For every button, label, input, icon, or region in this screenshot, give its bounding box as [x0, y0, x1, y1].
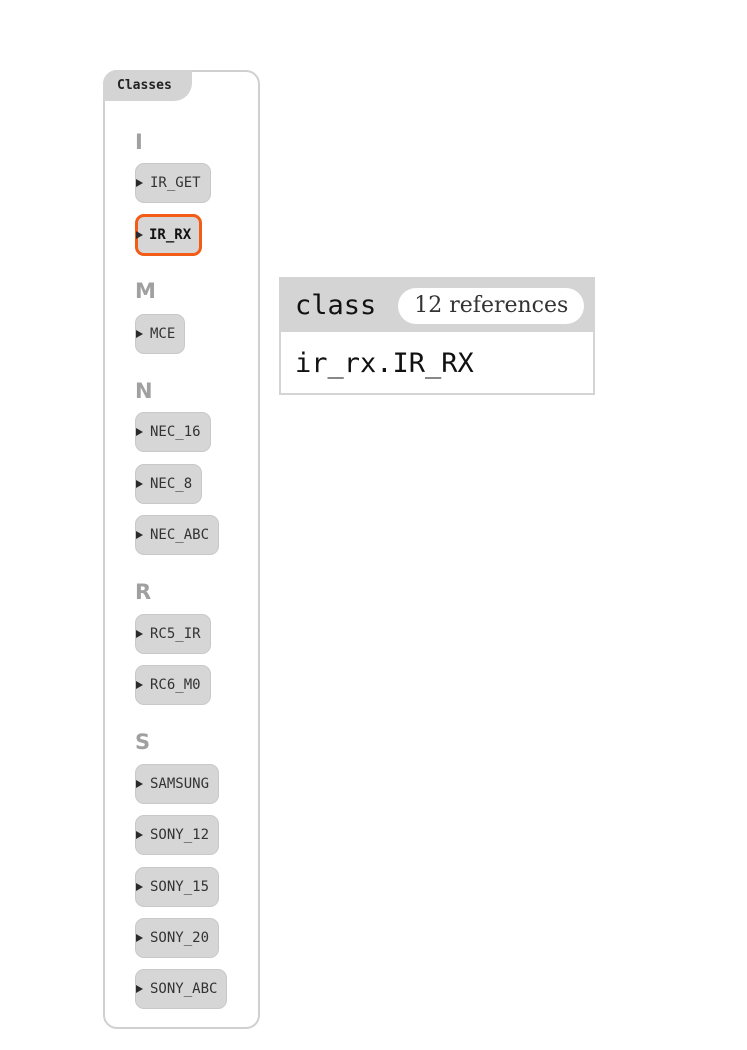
- class-item-sony-20[interactable]: SONY_20: [135, 918, 220, 958]
- expand-triangle-icon: [136, 531, 143, 539]
- expand-triangle-icon: [136, 985, 143, 993]
- class-item-rc5-ir[interactable]: RC5_IR: [135, 614, 211, 654]
- class-item-sony-12[interactable]: SONY_12: [135, 815, 220, 855]
- expand-triangle-icon: [136, 934, 143, 942]
- expand-triangle-icon: [136, 681, 143, 689]
- group-letter-r: R: [135, 580, 152, 604]
- class-item-mce[interactable]: MCE: [135, 314, 186, 354]
- expand-triangle-icon: [136, 330, 143, 338]
- class-item-label: SONY_ABC: [150, 981, 218, 997]
- group-letter-i: I: [135, 130, 143, 154]
- class-item-label: IR_GET: [150, 175, 201, 191]
- class-item-samsung[interactable]: SAMSUNG: [135, 764, 220, 804]
- expand-triangle-icon: [136, 179, 143, 187]
- expand-triangle-icon: [136, 428, 143, 436]
- class-item-label: RC6_M0: [150, 677, 201, 693]
- qualified-name: ir_rx.IR_RX: [295, 348, 474, 379]
- class-item-ir-get[interactable]: IR_GET: [135, 163, 211, 203]
- class-item-label: NEC_16: [150, 424, 201, 440]
- expand-triangle-icon: [136, 883, 143, 891]
- class-item-nec-8[interactable]: NEC_8: [135, 464, 203, 504]
- expand-triangle-icon: [136, 831, 143, 839]
- class-item-label: SONY_12: [150, 827, 210, 843]
- class-item-rc6-m0[interactable]: RC6_M0: [135, 665, 211, 705]
- references-badge[interactable]: 12 references: [398, 287, 585, 324]
- class-item-nec-16[interactable]: NEC_16: [135, 412, 211, 452]
- class-item-nec-abc[interactable]: NEC_ABC: [135, 515, 220, 555]
- panel-title: Classes: [103, 70, 192, 101]
- classes-panel: Classes I IR_GET IR_RX M MCE N NEC_16 NE…: [103, 70, 260, 1029]
- class-item-label: NEC_ABC: [150, 527, 210, 543]
- class-item-label: IR_RX: [149, 227, 192, 243]
- group-letter-n: N: [135, 379, 153, 403]
- class-item-label: MCE: [150, 326, 176, 342]
- class-item-label: NEC_8: [150, 476, 193, 492]
- group-letter-m: M: [135, 279, 156, 303]
- expand-triangle-icon: [136, 480, 143, 488]
- expand-triangle-icon: [136, 231, 143, 239]
- class-item-label: SAMSUNG: [150, 776, 210, 792]
- class-item-label: RC5_IR: [150, 626, 201, 642]
- class-item-label: SONY_20: [150, 930, 210, 946]
- class-item-label: SONY_15: [150, 879, 210, 895]
- class-item-sony-abc[interactable]: SONY_ABC: [135, 969, 228, 1009]
- class-item-sony-15[interactable]: SONY_15: [135, 867, 220, 907]
- expand-triangle-icon: [136, 780, 143, 788]
- expand-triangle-icon: [136, 630, 143, 638]
- class-detail-header: class 12 references: [281, 279, 593, 332]
- class-detail-card: class 12 references ir_rx.IR_RX: [279, 277, 595, 395]
- class-item-ir-rx[interactable]: IR_RX: [135, 214, 203, 256]
- symbol-kind-label: class: [295, 290, 377, 321]
- group-letter-s: S: [135, 730, 151, 754]
